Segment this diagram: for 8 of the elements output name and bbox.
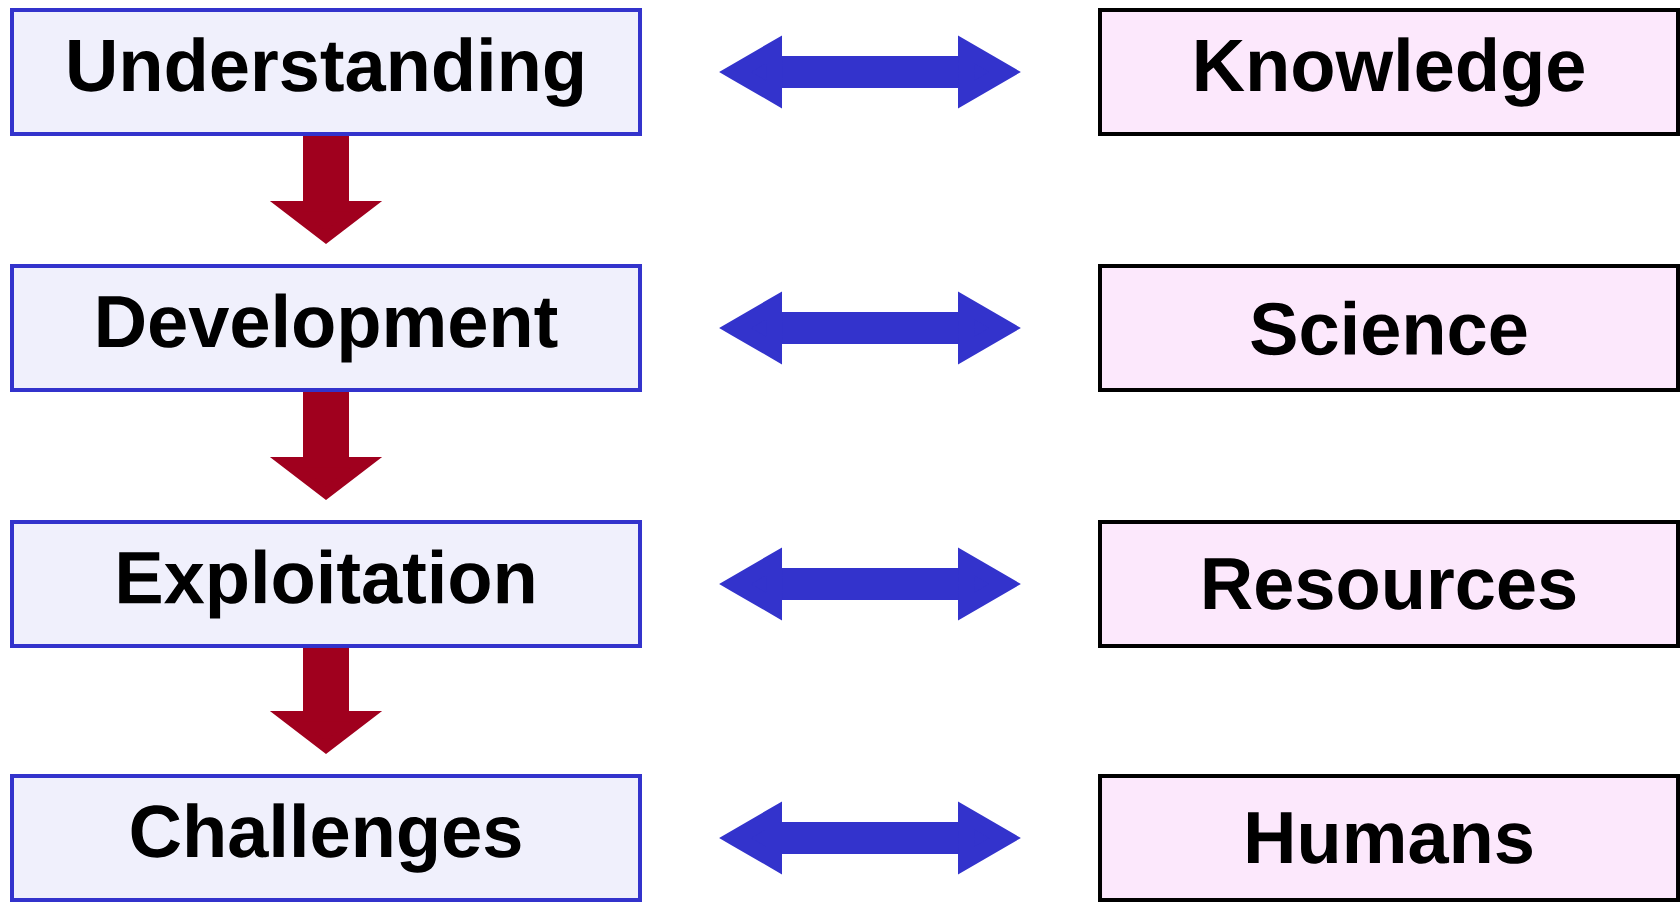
- text-box: Science: [1098, 264, 1680, 392]
- text-box: Challenges: [10, 774, 642, 902]
- text-box: Exploitation: [10, 520, 642, 648]
- text-box: Knowledge: [1098, 8, 1680, 136]
- text-box: Development: [10, 264, 642, 392]
- text-box: Understanding: [10, 8, 642, 136]
- text-box: Humans: [1098, 774, 1680, 902]
- text-box: Resources: [1098, 520, 1680, 648]
